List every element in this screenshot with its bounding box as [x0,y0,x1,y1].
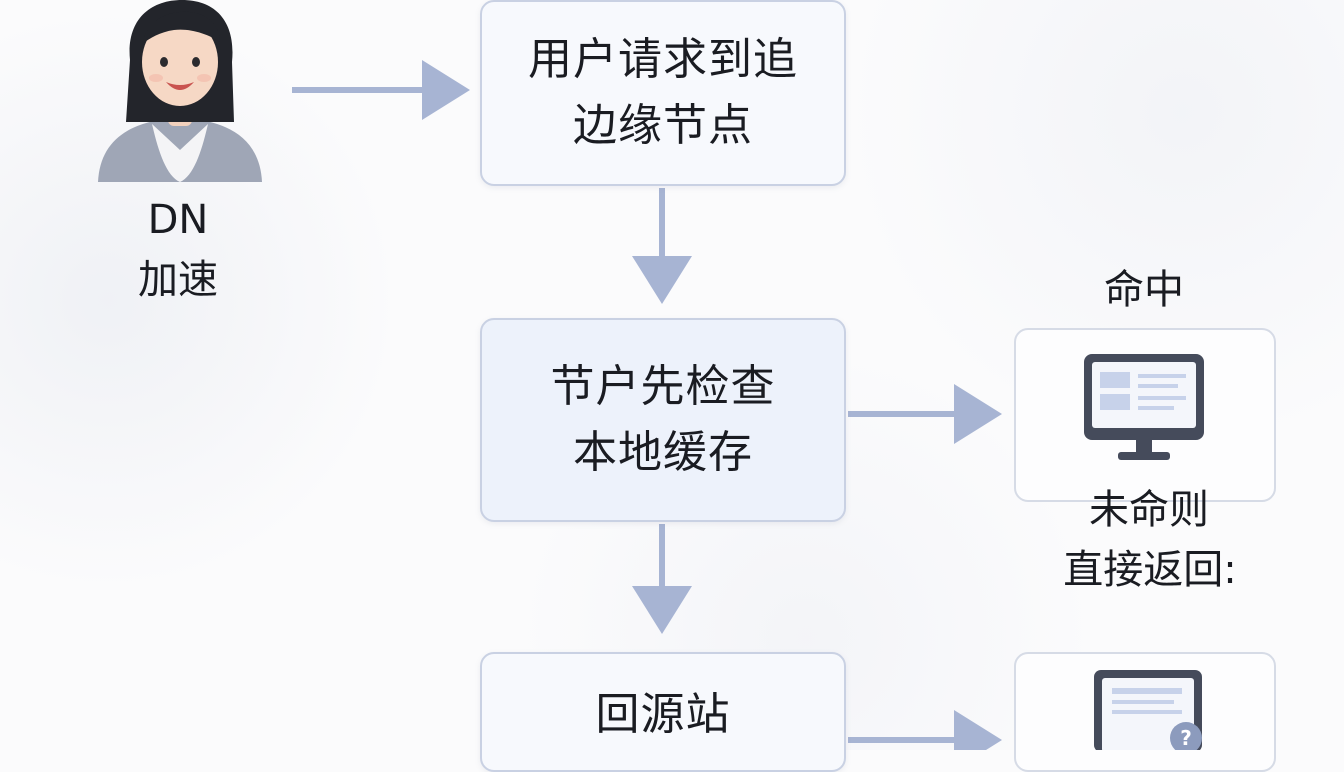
hit-note-line1: 未命则 [1089,487,1209,533]
monitor-icon [1084,354,1204,460]
step3-line1: 回源站 [595,689,731,740]
user-label-line2: 加速 [138,257,218,303]
hit-note-line2: 直接返回: [1063,547,1237,593]
hit-title: 命中 [1104,267,1184,313]
person-avatar-icon [98,0,262,182]
step1-line2: 边缘节点 [573,100,753,151]
step-check-local-cache: 节户先检查 本地缓存 [480,318,846,522]
svg-text:?: ? [1180,726,1192,750]
monitor-question-icon: ? [1094,670,1202,750]
step1-line1: 用户请求到追 [528,34,798,85]
user-label-line1: DN [147,197,209,243]
step2-line1: 节户先检查 [550,361,776,412]
flow-arrows [292,60,1002,750]
step-request-edge-node: 用户请求到追 边缘节点 [480,0,846,186]
step-back-to-origin: 回源站 [480,652,846,772]
step2-line2: 本地缓存 [573,427,753,478]
